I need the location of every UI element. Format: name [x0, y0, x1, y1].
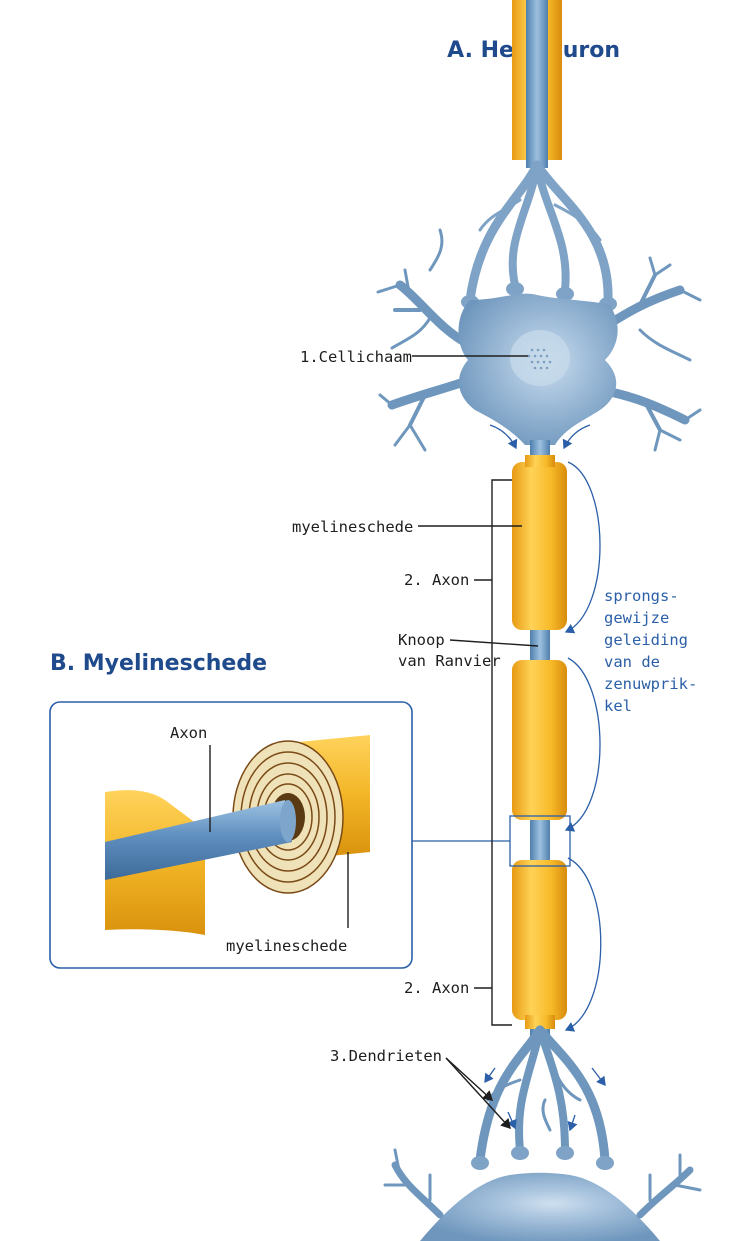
conduction-note-line-2: gewijze: [604, 609, 669, 627]
axon-terminals: [475, 1025, 610, 1165]
conduction-note-line-6: kel: [604, 697, 632, 715]
leader-dendrieten-1: [445, 1057, 511, 1130]
label-myelineschede-top: myelineschede: [292, 518, 413, 536]
inset-label-myelineschede: myelineschede: [226, 937, 347, 955]
incoming-axon-terminals: [465, 160, 613, 305]
conduction-note-line-3: geleiding: [604, 631, 688, 649]
inset-label-axon: Axon: [170, 724, 207, 742]
label-axon-top: 2. Axon: [404, 571, 469, 589]
label-knoop: Knoop: [398, 631, 445, 649]
nucleolus-dots: [527, 348, 552, 370]
saltatory-arcs: [564, 461, 602, 1032]
label-van-ranvier: van Ranvier: [398, 652, 501, 670]
myelin-segment-1: [512, 462, 567, 630]
next-neuron: [383, 1148, 702, 1241]
title-myelineschede: B. Myelineschede: [50, 651, 267, 676]
hillock-arrow-right: [562, 424, 591, 450]
leader-dendrieten-2: [445, 1057, 494, 1101]
conduction-note: sprongs- gewijze geleiding van de zenuwp…: [604, 587, 697, 715]
incoming-axon: [512, 0, 562, 168]
label-cellichaam: 1.Cellichaam: [300, 348, 412, 366]
myelin-segment-2: [512, 660, 567, 820]
axon-bracket: [491, 479, 512, 1026]
cell-body: [458, 293, 618, 445]
label-axon-bottom: 2. Axon: [404, 979, 469, 997]
conduction-note-line-1: sprongs-: [604, 587, 679, 605]
label-dendrieten: 3.Dendrieten: [330, 1047, 442, 1065]
inset-myelineschede: Axon myelineschede: [49, 701, 413, 969]
myelin-segments: [512, 455, 567, 1029]
conduction-note-line-4: van de: [604, 653, 660, 671]
leader-knoop: [449, 639, 539, 647]
terminal-knobs: [471, 1146, 614, 1170]
terminal-flow-arrows: [484, 1067, 606, 1132]
hillock-arrow-left: [489, 424, 518, 450]
myelin-segment-3: [512, 860, 567, 1020]
conduction-note-line-5: zenuwprik-: [604, 675, 697, 693]
nucleus: [510, 330, 570, 386]
